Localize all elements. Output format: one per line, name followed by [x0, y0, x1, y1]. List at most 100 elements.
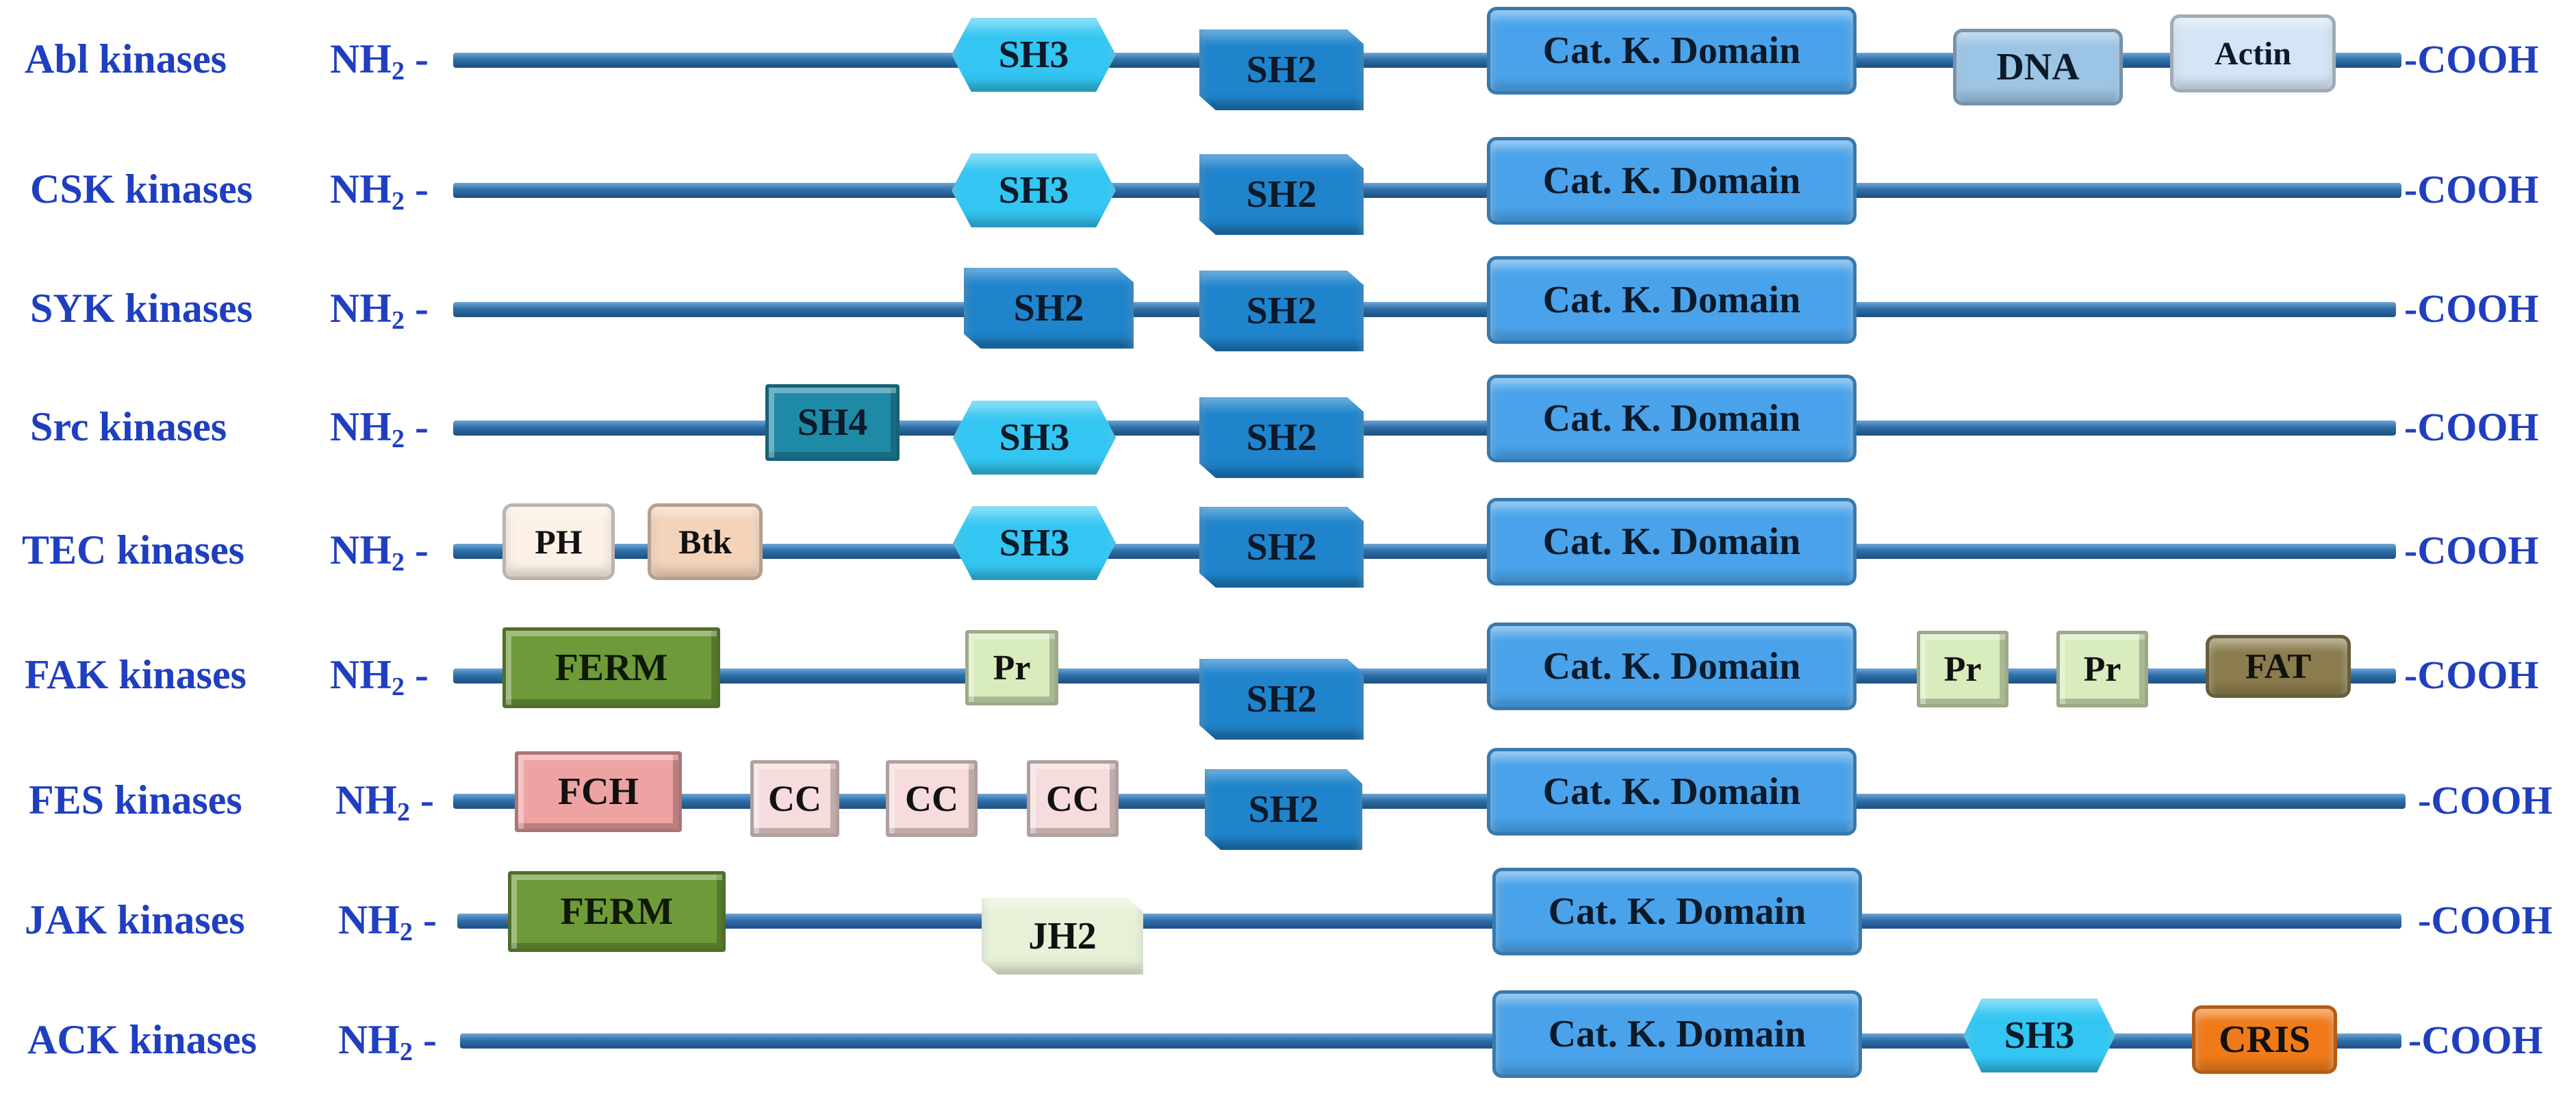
domain-label: Cat. K. Domain: [1542, 279, 1801, 321]
domain-label: SH3: [999, 522, 1070, 564]
domain-label: CC: [768, 778, 821, 819]
domain-sh2: SH2: [1199, 271, 1364, 351]
n-terminus-subscript: 2: [400, 1038, 413, 1066]
domain-sh3: SH3: [952, 153, 1116, 227]
domain-ferm: FERM: [502, 627, 720, 708]
domain-label: SH2: [1246, 290, 1317, 332]
domain-pr: Pr: [1917, 631, 2008, 707]
domain-label: Cat. K. Domain: [1542, 645, 1801, 688]
row-label: JAK kinases: [25, 897, 245, 942]
domain-sh2: SH2: [1199, 507, 1364, 588]
domain-sh4: SH4: [765, 384, 900, 461]
domain-label: Cat. K. Domain: [1542, 160, 1801, 202]
domain-dna: DNA: [1953, 29, 2123, 105]
domain-fat: FAT: [2206, 635, 2351, 698]
domain-pr: Pr: [965, 630, 1058, 705]
n-terminus-dash: -: [405, 166, 429, 212]
n-terminus-base: NH: [330, 652, 392, 697]
domain-label: SH3: [998, 34, 1069, 76]
n-terminus-subscript: 2: [392, 673, 405, 701]
protein-backbone: [453, 668, 2396, 683]
protein-backbone: [453, 544, 2396, 559]
n-terminus-label: NH2 -: [338, 1019, 437, 1065]
domain-label: DNA: [1996, 46, 2080, 88]
domain-label: SH2: [1246, 526, 1317, 568]
n-terminus-label: NH2 -: [335, 779, 434, 825]
c-terminus-label: -COOH: [2404, 653, 2539, 697]
c-terminus-label: -COOH: [2404, 528, 2539, 573]
domain-sh2: SH2: [1199, 29, 1364, 110]
domain-label: SH2: [1248, 788, 1319, 831]
domain-label: Cat. K. Domain: [1542, 520, 1801, 563]
domain-label: SH2: [1013, 287, 1084, 329]
domain-cris: CRIS: [2192, 1005, 2337, 1074]
c-terminus-label: -COOH: [2404, 405, 2539, 449]
domain-label: FCH: [557, 770, 639, 813]
domain-cc: CC: [750, 760, 839, 837]
n-terminus-label: NH2 -: [330, 654, 429, 700]
n-terminus-label: NH2 -: [330, 406, 429, 452]
domain-cat: Cat. K. Domain: [1492, 990, 1862, 1078]
domain-cat: Cat. K. Domain: [1492, 868, 1862, 955]
n-terminus-base: NH: [338, 1017, 400, 1062]
n-terminus-dash: -: [405, 652, 429, 697]
domain-cc: CC: [886, 760, 978, 837]
domain-label: JH2: [1028, 915, 1097, 957]
domain-label: SH3: [998, 169, 1069, 212]
domain-pr: Pr: [2056, 631, 2148, 707]
domain-label: Pr: [1943, 649, 1982, 689]
domain-label: FAT: [2245, 647, 2312, 686]
domain-sh2: SH2: [964, 268, 1134, 349]
protein-backbone: [457, 914, 2401, 929]
row-label: TEC kinases: [22, 527, 245, 573]
domain-ph: PH: [502, 503, 615, 580]
domain-label: Cat. K. Domain: [1548, 890, 1807, 933]
protein-backbone: [460, 1033, 2401, 1049]
domain-sh3: SH3: [953, 506, 1116, 580]
n-terminus-dash: -: [413, 897, 437, 942]
n-terminus-dash: -: [405, 36, 429, 81]
domain-sh2: SH2: [1199, 154, 1364, 235]
n-terminus-subscript: 2: [392, 425, 405, 453]
domain-label: Pr: [993, 648, 1031, 688]
domain-label: Cat. K. Domain: [1542, 397, 1801, 440]
n-terminus-base: NH: [330, 166, 392, 212]
c-terminus-label: -COOH: [2418, 898, 2553, 942]
c-terminus-label: -COOH: [2408, 1018, 2543, 1062]
domain-actin: Actin: [2170, 14, 2336, 92]
n-terminus-label: NH2 -: [330, 529, 429, 575]
domain-label: SH2: [1246, 49, 1317, 91]
domain-sh3: SH3: [952, 18, 1116, 92]
n-terminus-label: NH2 -: [330, 288, 429, 334]
n-terminus-dash: -: [413, 1017, 437, 1062]
n-terminus-subscript: 2: [392, 548, 405, 577]
domain-label: Pr: [2083, 649, 2121, 689]
domain-label: FERM: [560, 890, 674, 933]
domain-sh2: SH2: [1199, 659, 1364, 740]
domain-cc: CC: [1027, 760, 1119, 837]
domain-sh2: SH2: [1205, 769, 1362, 850]
domain-label: CC: [905, 778, 958, 819]
c-terminus-label: -COOH: [2418, 778, 2553, 823]
row-label: Abl kinases: [25, 36, 227, 81]
n-terminus-base: NH: [330, 36, 392, 81]
n-terminus-subscript: 2: [392, 187, 405, 216]
protein-backbone: [453, 794, 2406, 809]
n-terminus-subscript: 2: [392, 57, 405, 86]
n-terminus-dash: -: [405, 527, 429, 573]
domain-label: Actin: [2215, 35, 2291, 72]
domain-ferm: FERM: [508, 871, 726, 952]
n-terminus-base: NH: [330, 404, 392, 449]
domain-sh3: SH3: [1963, 999, 2115, 1072]
protein-backbone: [453, 421, 2396, 436]
n-terminus-label: NH2 -: [330, 168, 429, 214]
n-terminus-subscript: 2: [397, 798, 410, 827]
n-terminus-dash: -: [410, 777, 434, 823]
n-terminus-base: NH: [335, 777, 397, 823]
n-terminus-label: NH2 -: [330, 38, 429, 84]
domain-label: SH3: [2004, 1014, 2075, 1057]
row-label: FES kinases: [29, 777, 242, 823]
row-label: Src kinases: [30, 404, 227, 449]
domain-label: SH4: [797, 401, 868, 444]
